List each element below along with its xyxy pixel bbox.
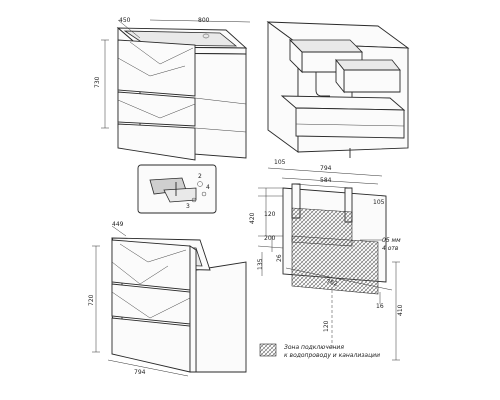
dim-bottom-120: 120	[323, 320, 330, 332]
bracket-detail: 2 4 3	[137, 164, 217, 214]
dim-height-420: 420	[249, 212, 256, 224]
top-height-label: 730	[94, 76, 101, 88]
top-cabinet-view: 450 800 730	[94, 17, 251, 161]
legend: Зона подключения к водопроводу и канализ…	[259, 343, 380, 359]
legend-line-2: к водопроводу и канализации	[284, 352, 380, 359]
installed-cabinet-view: 449 794 720	[88, 221, 247, 377]
bolt-label-2: 2	[198, 173, 202, 180]
dim-zone-width: 762	[326, 278, 339, 288]
dim-height-135: 135	[257, 258, 264, 270]
bottom-width-label: 794	[134, 369, 146, 376]
bottom-depth-label: 449	[112, 221, 124, 228]
annot-holes-size: 05 мм	[382, 237, 401, 244]
annot-holes-count: 4 отв	[382, 245, 399, 252]
dim-left-26: 26	[276, 254, 283, 262]
bolt-label-4: 4	[206, 184, 210, 191]
dim-left-120: 120	[264, 211, 276, 218]
top-width-label: 800	[198, 17, 210, 24]
open-cabinet-view	[266, 21, 410, 158]
legend-hatch-swatch	[259, 343, 277, 357]
dim-right-410: 410	[397, 304, 404, 316]
bolt-label-3: 3	[186, 203, 190, 210]
top-depth-label: 450	[119, 17, 131, 24]
legend-line-1: Зона подключения	[284, 344, 344, 351]
dim-top-width: 794	[320, 165, 332, 172]
dim-left-offset: 105	[274, 159, 286, 166]
dim-right-16: 16	[376, 303, 384, 310]
dim-height-200: 200	[264, 235, 276, 242]
bottom-height-label: 720	[88, 294, 95, 306]
technical-drawing: 105 794 584 105 120 420 200 135 26 05 мм…	[249, 159, 404, 361]
dim-right-offset: 105	[373, 199, 385, 206]
dim-inner-width: 584	[320, 177, 332, 184]
